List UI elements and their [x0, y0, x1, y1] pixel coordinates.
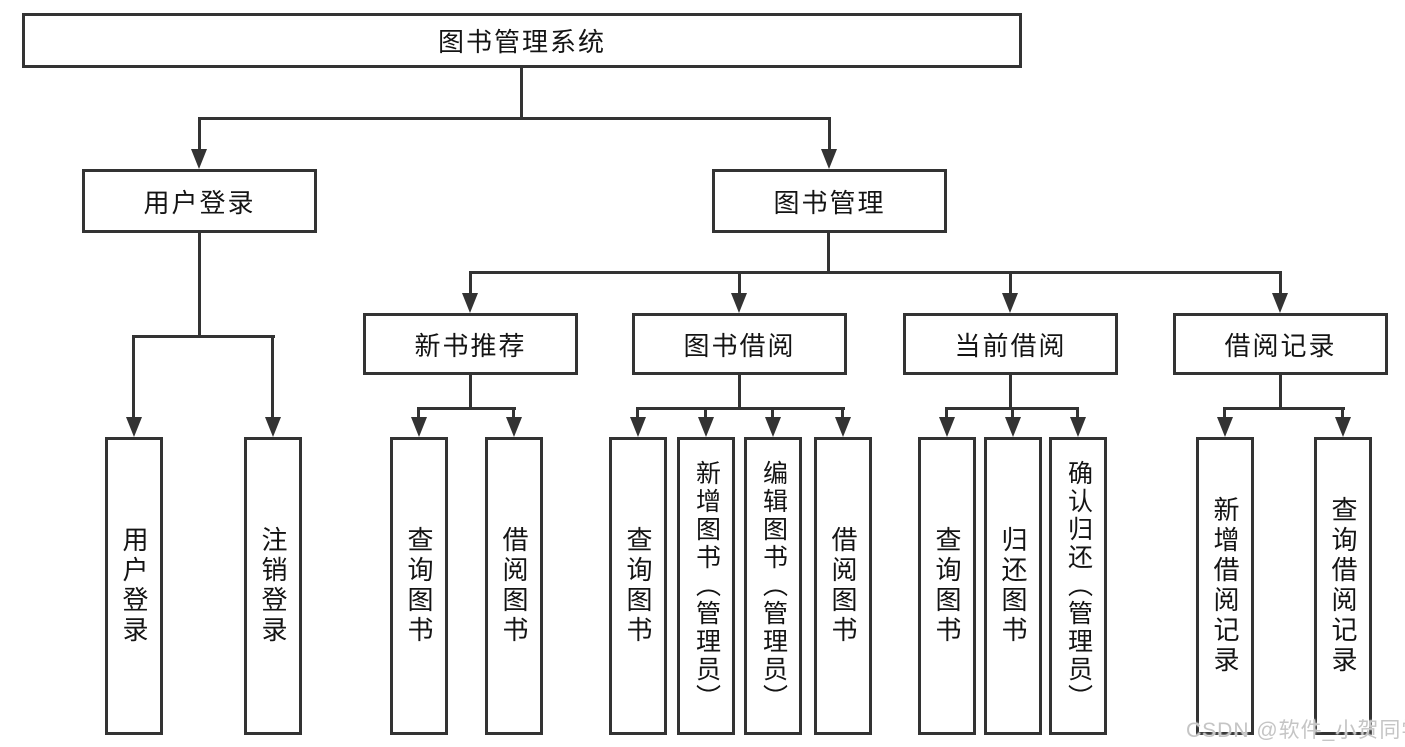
connector-line: [469, 271, 472, 295]
arrowhead-down-icon: [265, 417, 281, 437]
connector-line: [771, 407, 774, 420]
arrowhead-down-icon: [1217, 417, 1233, 437]
connector-line: [1011, 407, 1014, 420]
node-label: 借阅图书: [499, 526, 529, 646]
node-query-books-current: 查询图书: [918, 437, 976, 735]
connector-line: [469, 375, 472, 409]
node-label: 当前借阅: [954, 330, 1067, 361]
connector-line: [704, 407, 707, 420]
node-label: 查询图书: [932, 526, 962, 646]
connector-line: [1223, 407, 1345, 410]
connector-line: [271, 335, 274, 419]
node-borrow-books-newbook: 借阅图书: [485, 437, 543, 735]
connector-line: [828, 117, 831, 153]
connector-line: [841, 407, 844, 420]
connector-line: [1009, 375, 1012, 409]
arrowhead-down-icon: [630, 417, 646, 437]
node-label: 用户登录: [119, 526, 149, 646]
connector-line: [198, 233, 201, 337]
node-query-borrow-record: 查询借阅记录: [1314, 437, 1372, 735]
arrowhead-down-icon: [411, 417, 427, 437]
connector-line: [1279, 271, 1282, 295]
node-label: 新增图书（管理员）: [692, 460, 721, 712]
connector-line: [1009, 271, 1012, 295]
node-query-books-borrow: 查询图书: [609, 437, 667, 735]
connector-line: [132, 335, 135, 419]
connector-line: [417, 407, 516, 410]
node-label: 图书管理系统: [437, 27, 606, 57]
node-label: 图书管理: [773, 187, 886, 218]
node-label: 查询图书: [623, 526, 653, 646]
node-label: 注销登录: [258, 526, 288, 646]
connector-line: [1279, 375, 1282, 409]
connector-line: [636, 407, 639, 420]
arrowhead-down-icon: [126, 417, 142, 437]
node-book-borrowing: 图书借阅: [632, 313, 847, 375]
arrowhead-down-icon: [506, 417, 522, 437]
node-label: 查询图书: [404, 526, 434, 646]
node-label: 新增借阅记录: [1210, 496, 1240, 676]
node-library-system-root: 图书管理系统: [22, 13, 1022, 68]
node-logout-action: 注销登录: [244, 437, 302, 735]
node-label: 借阅图书: [828, 526, 858, 646]
arrowhead-down-icon: [939, 417, 955, 437]
node-current-borrowing: 当前借阅: [903, 313, 1118, 375]
node-user-login: 用户登录: [82, 169, 317, 233]
connector-line: [636, 407, 845, 410]
arrowhead-down-icon: [1070, 417, 1086, 437]
node-label: 归还图书: [998, 526, 1028, 646]
node-add-books-admin: 新增图书（管理员）: [677, 437, 735, 735]
node-label: 编辑图书（管理员）: [759, 460, 788, 712]
node-query-books-newbook: 查询图书: [390, 437, 448, 735]
arrowhead-down-icon: [1335, 417, 1351, 437]
connector-line: [827, 233, 830, 273]
node-user-login-action: 用户登录: [105, 437, 163, 735]
connector-line: [1223, 407, 1226, 420]
arrowhead-down-icon: [835, 417, 851, 437]
node-label: 确认归还（管理员）: [1064, 460, 1093, 712]
node-borrow-books-borrow: 借阅图书: [814, 437, 872, 735]
connector-line: [132, 335, 275, 338]
arrowhead-down-icon: [821, 149, 837, 169]
connector-line: [1341, 407, 1344, 420]
connector-line: [738, 375, 741, 409]
arrowhead-down-icon: [462, 293, 478, 313]
arrowhead-down-icon: [1005, 417, 1021, 437]
connector-line: [417, 407, 420, 420]
node-label: 查询借阅记录: [1328, 496, 1358, 676]
arrowhead-down-icon: [698, 417, 714, 437]
connector-line: [520, 68, 523, 119]
node-label: 图书借阅: [683, 330, 796, 361]
arrowhead-down-icon: [731, 293, 747, 313]
node-confirm-return-admin: 确认归还（管理员）: [1049, 437, 1107, 735]
node-label: 用户登录: [143, 187, 256, 218]
connector-line: [1076, 407, 1079, 420]
connector-line: [198, 117, 831, 120]
node-new-book-recommendation: 新书推荐: [363, 313, 578, 375]
arrowhead-down-icon: [1002, 293, 1018, 313]
node-borrowing-records: 借阅记录: [1173, 313, 1388, 375]
node-label: 新书推荐: [414, 330, 527, 361]
connector-line: [198, 117, 201, 153]
arrowhead-down-icon: [765, 417, 781, 437]
node-add-borrow-record: 新增借阅记录: [1196, 437, 1254, 735]
connector-line: [512, 407, 515, 420]
connector-line: [945, 407, 948, 420]
connector-line: [469, 271, 1282, 274]
connector-line: [738, 271, 741, 295]
node-edit-books-admin: 编辑图书（管理员）: [744, 437, 802, 735]
node-book-management: 图书管理: [712, 169, 947, 233]
node-label: 借阅记录: [1224, 330, 1337, 361]
arrowhead-down-icon: [191, 149, 207, 169]
arrowhead-down-icon: [1272, 293, 1288, 313]
node-return-books: 归还图书: [984, 437, 1042, 735]
watermark: CSDN @软件_小贺同学: [1186, 719, 1405, 742]
